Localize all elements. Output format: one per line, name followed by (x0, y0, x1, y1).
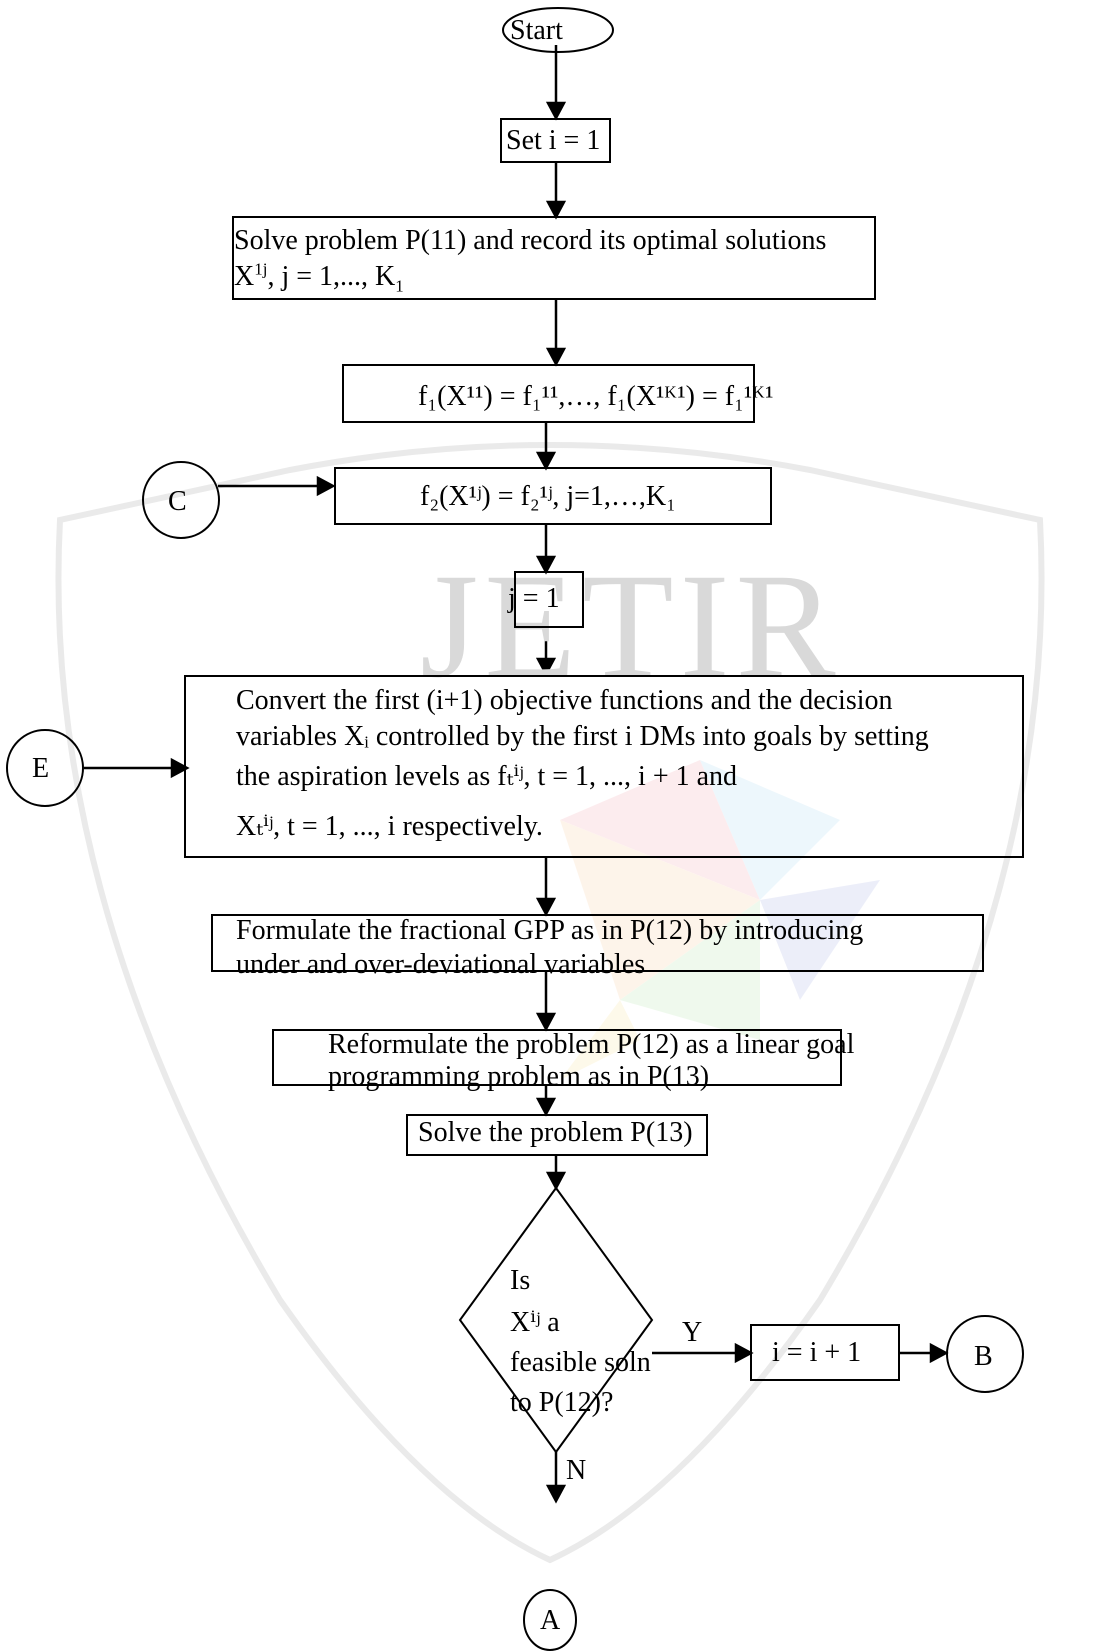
yes-label: Y (682, 1317, 703, 1348)
solve-p13-label: Solve the problem P(13) (418, 1117, 693, 1148)
convert-line1: Convert the first (i+1) objective functi… (236, 685, 893, 716)
formulate-gpp-box (211, 914, 984, 972)
convert-goals-box (184, 675, 1024, 858)
reformulate-box (272, 1029, 842, 1086)
reformulate-line2: programming problem as in P(13) (328, 1061, 710, 1092)
f1-values-box (342, 364, 755, 423)
connector-a-label: A (540, 1605, 561, 1636)
set-i-box (500, 118, 611, 163)
connector-a (523, 1589, 577, 1651)
connector-b (946, 1315, 1024, 1393)
increment-box (750, 1324, 900, 1381)
convert-line3: the aspiration levels as fₜⁱʲ, t = 1, ..… (236, 761, 738, 792)
solve-p11-line2: X1j, j = 1,..., K1 (234, 259, 404, 296)
decision-line2: Xⁱʲ a (510, 1307, 560, 1338)
set-i-label: Set i = 1 (506, 125, 601, 156)
solve-p11-line1: Solve problem P(11) and record its optim… (234, 225, 827, 256)
f2-values-box (334, 467, 772, 525)
j-init-label: j = 1 (508, 583, 560, 614)
convert-line2: variables Xᵢ controlled by the first i D… (236, 721, 929, 752)
convert-line4: Xₜⁱʲ, t = 1, ..., i respectively. (236, 811, 543, 842)
connector-c (142, 461, 220, 539)
solve-p11-box (232, 216, 876, 300)
j-init-box (514, 571, 584, 628)
connector-c-label: C (168, 486, 187, 517)
connector-b-label: B (974, 1341, 993, 1372)
f2-values-label: f₂(X¹ʲ) = f₂¹ʲ, j=1,…,K₁ (420, 481, 676, 512)
connector-e (6, 729, 84, 807)
decision-diamond (458, 1186, 654, 1454)
f1-values-label: f₁(X¹¹) = f₁¹¹,…, f₁(X¹ᴷ¹) = f₁¹ᴷ¹ (418, 381, 774, 412)
formulate-line1: Formulate the fractional GPP as in P(12)… (236, 915, 864, 946)
start-terminal (502, 7, 614, 53)
solve-p13-box (406, 1114, 708, 1156)
start-label: Start (510, 15, 563, 46)
formulate-line2: under and over-deviational variables (236, 949, 646, 980)
decision-line1: Is (510, 1265, 531, 1296)
flow-arrows (84, 45, 949, 1504)
decision-line3: feasible soln (510, 1347, 651, 1378)
watermark-text: JETIR (420, 543, 842, 709)
decision-line4: to P(12)? (510, 1387, 614, 1418)
increment-label: i = i + 1 (772, 1337, 862, 1368)
no-label: N (566, 1455, 587, 1486)
reformulate-line1: Reformulate the problem P(12) as a linea… (328, 1029, 855, 1060)
connector-e-label: E (32, 753, 50, 784)
